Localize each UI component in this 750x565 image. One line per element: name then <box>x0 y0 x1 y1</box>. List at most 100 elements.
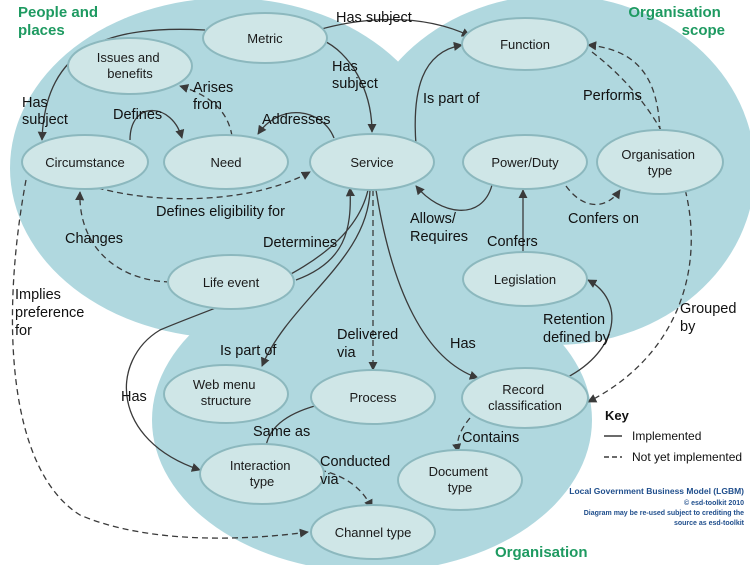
label-service-web: Is part of <box>220 343 277 359</box>
credit-title: Local Government Business Model (LGBM) <box>569 486 744 496</box>
edge-circumstance-service <box>87 171 311 200</box>
organisation-type-line-1: Organisation <box>621 147 695 162</box>
organisation-scope-line-1: Organisation <box>628 4 721 21</box>
label-service-need: Addresses <box>262 112 331 128</box>
edge-need-issues <box>179 84 233 137</box>
label-interaction-channel-line-1: Conducted <box>320 454 390 470</box>
edge-function-record <box>587 51 692 403</box>
label-service-record: Has <box>450 336 476 352</box>
node-metric-label: Metric <box>247 31 283 46</box>
node-channel-type[interactable]: Channel type <box>310 504 436 560</box>
legend-key: Key Implemented Not yet implemented <box>598 404 748 472</box>
interaction-type-line-2: type <box>250 474 275 489</box>
edge-lifeevent-service <box>295 187 355 281</box>
node-web-menu-structure-label: Web menu structure <box>193 377 259 408</box>
credit-reuse-line-2: source as esd-toolkit <box>674 520 745 527</box>
edge-record-legislation <box>565 279 613 379</box>
edge-service-function <box>414 41 463 146</box>
label-metric-service-line-1: Has <box>332 59 358 75</box>
node-issues-benefits[interactable]: Issues and benefits <box>67 37 193 95</box>
label-service-process-line-2: via <box>337 345 356 361</box>
node-need[interactable]: Need <box>163 134 289 190</box>
label-service-process-line-1: Delivered <box>337 327 398 343</box>
edge-metric-function <box>317 18 471 37</box>
edge-service-record <box>375 189 479 380</box>
label-orgtype-function: Performs <box>583 88 642 104</box>
edge-metric-service <box>321 39 377 133</box>
credit-reuse-line-1: Diagram may be re-used subject to credit… <box>584 510 744 517</box>
node-legislation[interactable]: Legislation <box>462 251 588 307</box>
edge-circumstance-channel <box>11 179 309 539</box>
label-metric-service-line-2: subject <box>332 76 378 92</box>
label-circumstance-need: Defines <box>113 107 162 123</box>
node-record-classification-label: Record classification <box>488 382 562 413</box>
edge-service-need <box>257 111 335 139</box>
node-power-duty[interactable]: Power/Duty <box>462 134 588 190</box>
document-type-line-1: Document <box>429 464 489 479</box>
label-record-legislation: Retention defined by <box>543 312 611 346</box>
credit-copyright: © esd-toolkit 2010 <box>684 499 744 507</box>
node-function[interactable]: Function <box>461 17 589 71</box>
label-need-issues-line-2: from <box>193 97 222 113</box>
label-record-document: Contains <box>462 430 519 446</box>
record-classification-line-1: Record <box>502 382 544 397</box>
web-menu-line-2: structure <box>201 393 252 408</box>
node-metric[interactable]: Metric <box>202 12 328 64</box>
label-powerduty-service-line-1: Allows/ <box>410 211 457 227</box>
edge-circumstance-need <box>129 110 185 141</box>
people-places-label: People and places <box>18 4 102 39</box>
node-organisation-type-label: Organisation type <box>621 147 698 178</box>
label-powerduty-service: Allows/ Requires <box>410 211 468 245</box>
node-interaction-type-label: Interaction type <box>230 458 294 489</box>
edges <box>11 18 692 539</box>
label-circumstance-service: Defines eligibility for <box>156 204 285 220</box>
label-lifeevent-circumstance: Changes <box>65 231 123 247</box>
label-interaction-channel-line-2: via <box>320 472 339 488</box>
node-organisation-type[interactable]: Organisation type <box>596 129 724 195</box>
label-function-record: Grouped by <box>680 301 740 335</box>
node-channel-type-label: Channel type <box>335 525 412 540</box>
edge-lifeevent-circumstance <box>75 191 171 283</box>
label-service-process: Delivered via <box>337 327 402 361</box>
node-life-event[interactable]: Life event <box>167 254 295 310</box>
edge-labels: Has subject Has subject Has subject Aris… <box>15 10 740 488</box>
edge-powerduty-service <box>415 184 493 211</box>
node-record-classification[interactable]: Record classification <box>461 367 589 429</box>
node-web-menu-structure[interactable]: Web menu structure <box>163 364 289 424</box>
label-record-legislation-line-2: defined by <box>543 330 611 346</box>
organisation-label: Organisation <box>495 544 588 561</box>
interaction-type-line-1: Interaction <box>230 458 291 473</box>
organisation-scope-label: Organisation scope <box>628 4 725 39</box>
organisation-scope-line-2: scope <box>682 22 725 39</box>
document-type-line-2: type <box>448 480 473 495</box>
label-circumstance-channel: Implies preference for <box>15 287 88 339</box>
credit-block: Local Government Business Model (LGBM) ©… <box>569 486 744 527</box>
label-powerduty-orgtype: Confers on <box>568 211 639 227</box>
edge-interaction-channel <box>319 469 373 509</box>
label-metric-circumstance-line-2: subject <box>22 112 68 128</box>
edge-orgtype-function <box>587 41 661 133</box>
legend-box <box>598 404 748 472</box>
issues-benefits-line-1: Issues and <box>97 50 160 65</box>
nodes: Metric Issues and benefits Function Circ… <box>21 12 724 560</box>
record-classification-line-2: classification <box>488 398 562 413</box>
node-document-type[interactable]: Document type <box>397 449 523 511</box>
label-record-legislation-line-1: Retention <box>543 312 605 328</box>
label-function-record-line-2: by <box>680 319 696 335</box>
node-interaction-type[interactable]: Interaction type <box>199 443 325 505</box>
label-metric-service: Has subject <box>332 59 378 92</box>
node-process[interactable]: Process <box>310 369 436 425</box>
legend-not-implemented: Not yet implemented <box>632 450 742 464</box>
label-circumstance-channel-line-1: Implies <box>15 287 61 303</box>
node-service[interactable]: Service <box>309 133 435 191</box>
label-lifeevent-service: Determines <box>263 235 337 251</box>
edge-service-interaction <box>125 189 369 472</box>
node-circumstance[interactable]: Circumstance <box>21 134 149 190</box>
node-issues-benefits-label: Issues and benefits <box>97 50 164 81</box>
node-function-label: Function <box>500 37 550 52</box>
label-metric-function: Has subject <box>336 10 412 26</box>
label-need-issues-line-1: Arises <box>193 80 233 96</box>
issues-benefits-line-2: benefits <box>107 66 153 81</box>
